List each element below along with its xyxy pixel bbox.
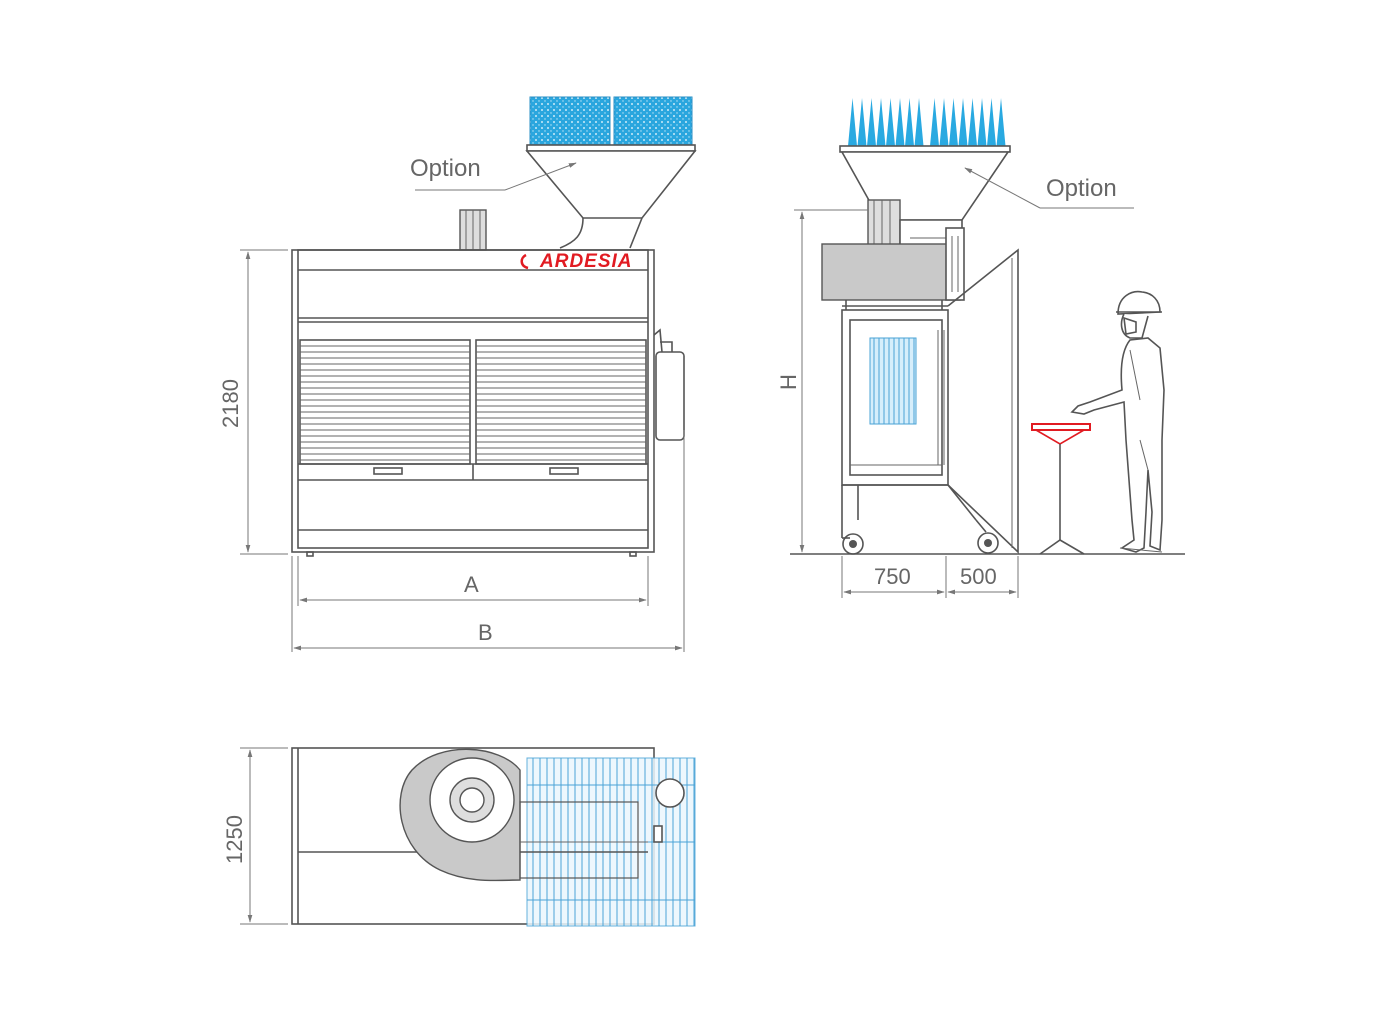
fan-housing: [821, 243, 961, 301]
dim-side-H: H: [776, 374, 801, 390]
ardesia-logo: ARDESIA: [520, 251, 633, 272]
top-view: 1250: [222, 747, 696, 927]
side-option-filter: [848, 98, 1006, 146]
open-door: [947, 248, 1019, 554]
side-tank: [655, 351, 685, 441]
work-stand: [1031, 423, 1091, 555]
dim-side-750: 750: [874, 564, 911, 589]
dim-front-A: A: [464, 572, 479, 597]
side-motor: [867, 199, 901, 247]
booth-cabinet: [291, 249, 655, 553]
option-label-side: Option: [1046, 175, 1117, 202]
svg-text:ARDESIA: ARDESIA: [539, 251, 633, 272]
top-tank: [655, 778, 685, 808]
side-view: H 750 500 Option: [776, 98, 1185, 598]
option-label-front: Option: [410, 155, 481, 182]
dim-front-B: B: [478, 620, 493, 645]
dim-side-500: 500: [960, 564, 997, 589]
wheel-right: [977, 532, 999, 554]
dim-top-1250: 1250: [222, 815, 247, 864]
operator-figure: [1070, 290, 1165, 553]
dim-front-height: 2180: [218, 379, 243, 428]
front-view: ARDESIA 2180 A B Option: [218, 96, 697, 652]
